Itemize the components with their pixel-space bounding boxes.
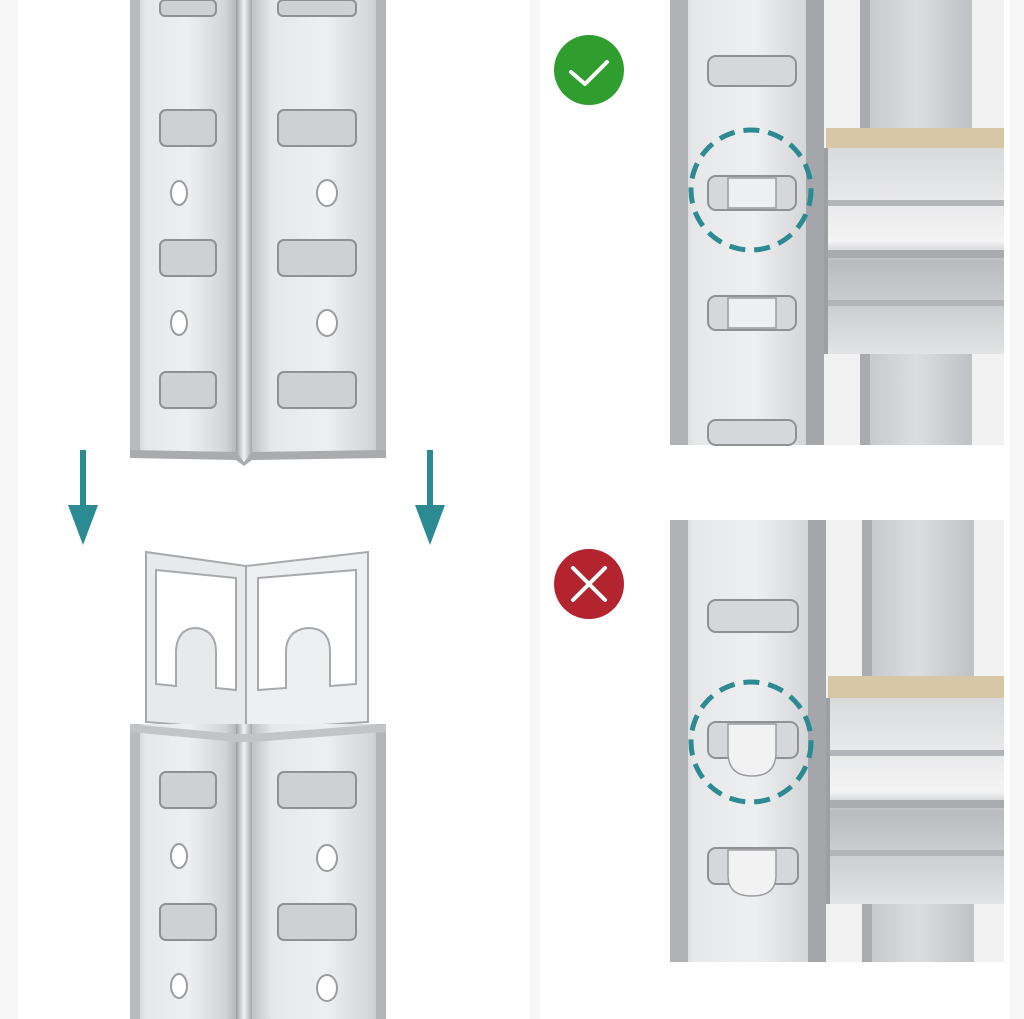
- upright-holes: [170, 179, 338, 337]
- beam-hook: [727, 297, 777, 329]
- upright-slots: [159, 0, 357, 409]
- beam-hook: [727, 177, 777, 209]
- upright-holes: [170, 843, 338, 1002]
- check-icon: [569, 60, 609, 86]
- highlight-circle: [688, 127, 814, 253]
- cross-icon: [571, 566, 607, 602]
- highlight-circle: [688, 679, 814, 805]
- wrong-detail: [670, 520, 1004, 962]
- shelf-beam: [824, 148, 1004, 354]
- correct-detail: [670, 0, 1004, 446]
- lower-upright: [130, 724, 386, 1019]
- wrong-badge: [554, 549, 624, 619]
- shelf-beam: [826, 698, 1004, 904]
- corner-connector: [145, 550, 369, 732]
- upright-slots: [159, 771, 357, 941]
- particleboard: [826, 128, 1004, 148]
- upper-upright: [130, 0, 386, 466]
- beam-hook-misaligned: [727, 849, 777, 897]
- beam-hook-misaligned: [727, 723, 777, 777]
- arrow-down-icon: [415, 450, 445, 545]
- correct-badge: [554, 35, 624, 105]
- arrow-down-icon: [68, 450, 98, 545]
- particleboard: [828, 676, 1004, 698]
